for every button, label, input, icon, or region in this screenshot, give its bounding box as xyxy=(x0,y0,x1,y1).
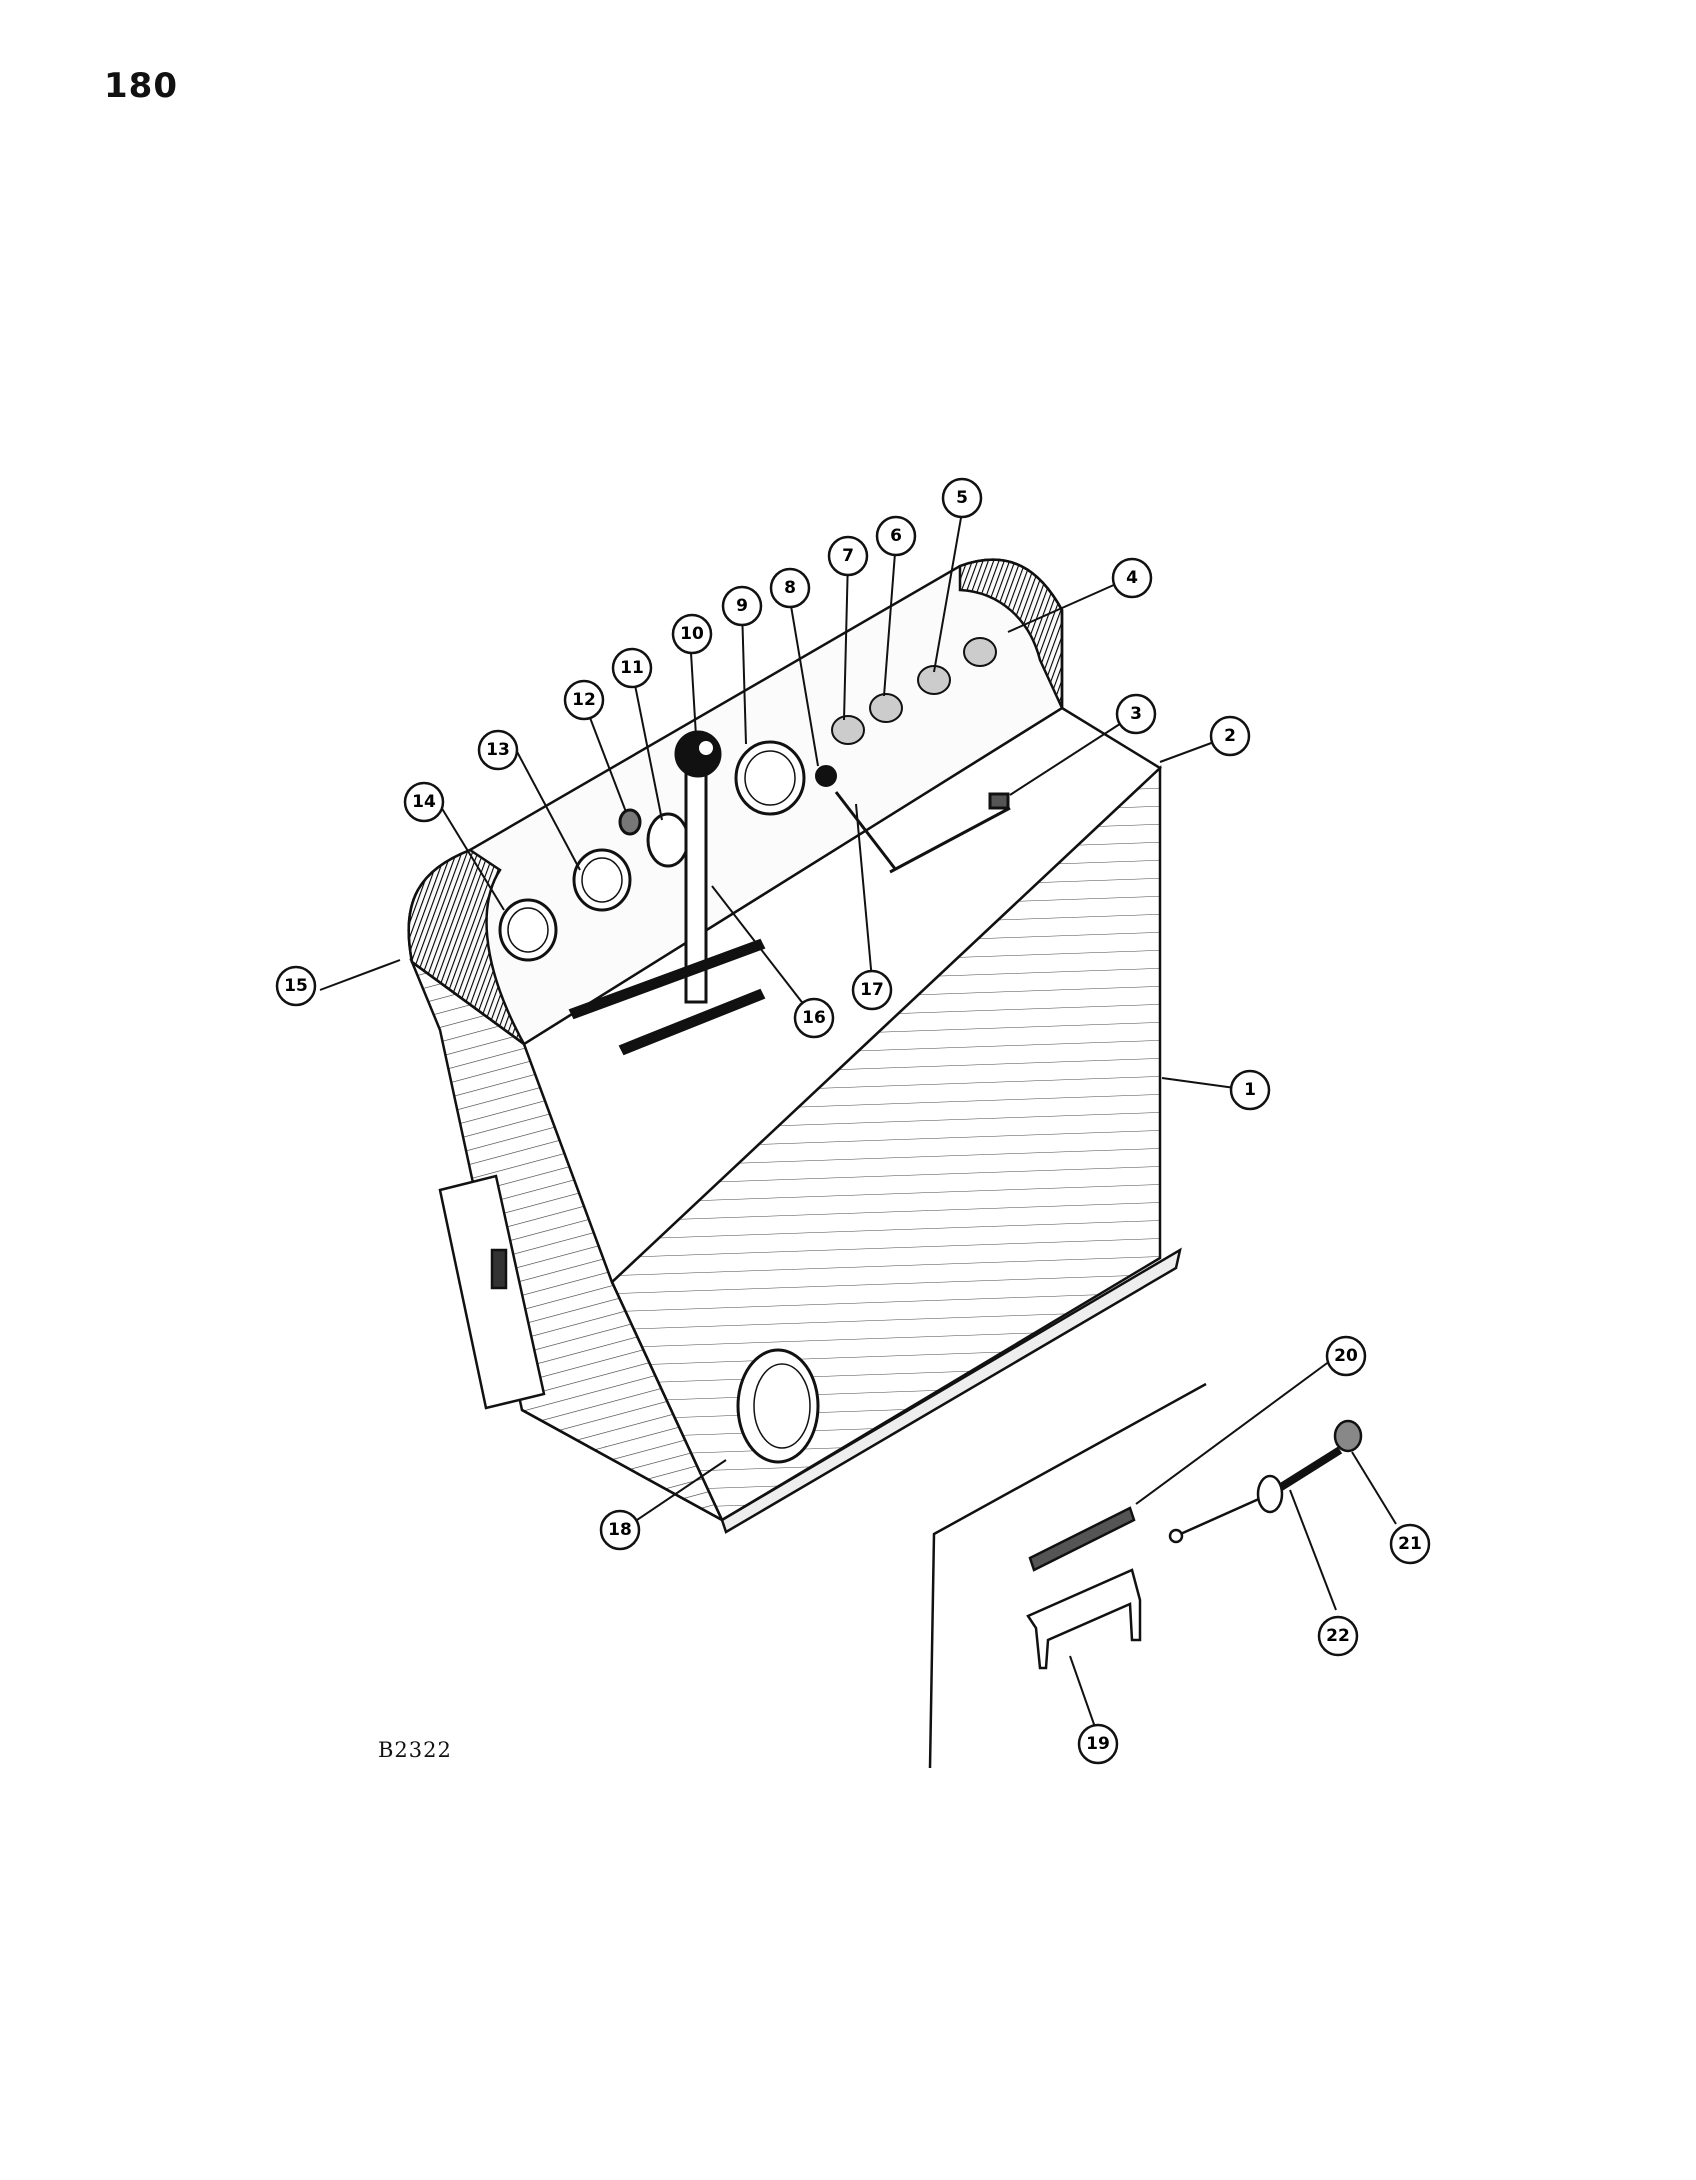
svg-text:8: 8 xyxy=(784,578,796,598)
svg-text:2: 2 xyxy=(1224,726,1236,746)
callout-17: 17 xyxy=(851,969,893,1011)
callout-6: 6 xyxy=(875,515,917,557)
callout-14: 14 xyxy=(403,781,445,823)
indicator-lamp-8 xyxy=(815,765,837,787)
callout-22: 22 xyxy=(1317,1615,1359,1657)
svg-text:19: 19 xyxy=(1086,1734,1110,1754)
svg-text:15: 15 xyxy=(284,976,308,996)
callout-13: 13 xyxy=(477,729,519,771)
right-end-cap xyxy=(958,558,1064,709)
svg-text:12: 12 xyxy=(572,690,596,710)
inspection-port xyxy=(736,1348,820,1464)
svg-text:21: 21 xyxy=(1398,1534,1422,1554)
strip-20 xyxy=(1028,1506,1136,1572)
callout-18: 18 xyxy=(599,1509,641,1551)
callout-20: 20 xyxy=(1325,1335,1367,1377)
svg-text:6: 6 xyxy=(890,526,902,546)
callout-11: 11 xyxy=(611,647,653,689)
svg-text:14: 14 xyxy=(412,792,436,812)
callout-15: 15 xyxy=(275,965,317,1007)
leader-lines xyxy=(319,511,1397,1731)
svg-text:22: 22 xyxy=(1326,1626,1350,1646)
plate-22 xyxy=(1256,1474,1284,1514)
callout-12: 12 xyxy=(563,679,605,721)
callout-7: 7 xyxy=(827,535,869,577)
svg-text:17: 17 xyxy=(860,980,884,1000)
callout-21: 21 xyxy=(1389,1523,1431,1565)
callout-5: 5 xyxy=(941,477,983,519)
svg-text:1: 1 xyxy=(1244,1080,1256,1100)
console-housing xyxy=(407,558,1182,1534)
page-number: 180 xyxy=(104,66,178,106)
callout-19: 19 xyxy=(1077,1723,1119,1765)
svg-text:4: 4 xyxy=(1126,568,1138,588)
callout-16: 16 xyxy=(793,997,835,1039)
rod-22 xyxy=(1175,1492,1271,1538)
exploded-parts xyxy=(1026,1419,1363,1670)
svg-text:13: 13 xyxy=(486,740,510,760)
base-flange xyxy=(720,1247,1182,1534)
figure-code: B2322 xyxy=(378,1738,452,1762)
gauge-11 xyxy=(646,812,690,868)
svg-text:9: 9 xyxy=(736,596,748,616)
gauge-12 xyxy=(618,808,642,836)
control-lever xyxy=(674,730,722,1004)
separator-line xyxy=(928,1382,1207,1769)
toggle-switches xyxy=(815,637,997,787)
callout-8: 8 xyxy=(769,567,811,609)
left-end-cap xyxy=(407,848,526,1046)
linkage xyxy=(834,791,1011,874)
lever-slots xyxy=(568,938,766,1056)
bracket-19 xyxy=(1026,1568,1142,1670)
callout-3: 3 xyxy=(1115,693,1157,735)
svg-text:10: 10 xyxy=(680,624,704,644)
svg-text:20: 20 xyxy=(1334,1346,1358,1366)
callout-1: 1 xyxy=(1229,1069,1271,1111)
svg-text:16: 16 xyxy=(802,1008,826,1028)
svg-text:5: 5 xyxy=(956,488,968,508)
svg-text:18: 18 xyxy=(608,1520,632,1540)
svg-text:3: 3 xyxy=(1130,704,1142,724)
callout-2: 2 xyxy=(1209,715,1251,757)
callout-9: 9 xyxy=(721,585,763,627)
callout-10: 10 xyxy=(671,613,713,655)
svg-text:7: 7 xyxy=(842,546,854,566)
gauges xyxy=(498,740,806,962)
svg-text:11: 11 xyxy=(620,658,644,678)
nut-21 xyxy=(1333,1419,1363,1453)
side-mounting-plate xyxy=(438,1174,546,1410)
callout-4: 4 xyxy=(1111,557,1153,599)
